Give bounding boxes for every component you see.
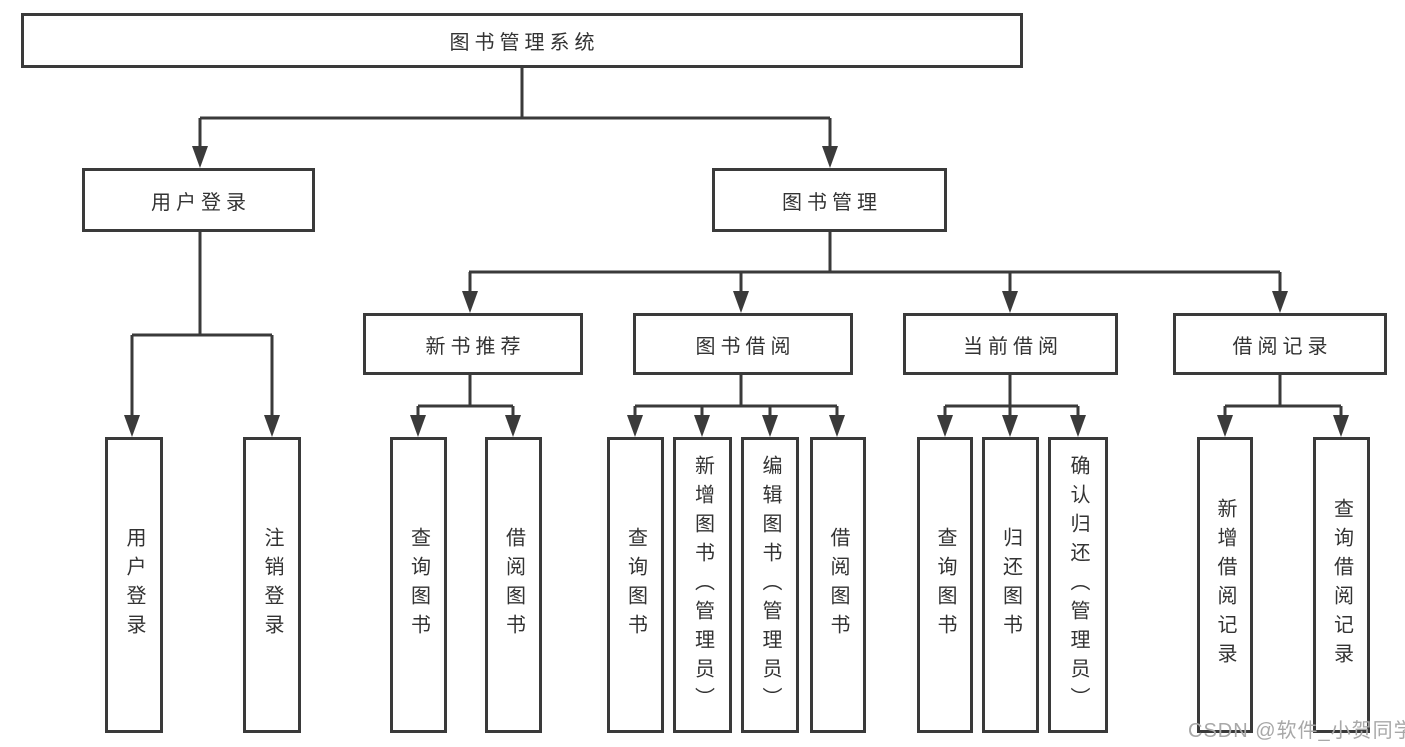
leaf-add-borrow-record: 新增借阅记录	[1197, 437, 1253, 733]
arrowheads	[124, 146, 1349, 437]
node-user-login: 用户登录	[82, 168, 315, 232]
node-book-borrow: 图书借阅	[633, 313, 853, 375]
node-current-borrow: 当前借阅	[903, 313, 1118, 375]
leaf-return-books: 归还图书	[982, 437, 1039, 733]
leaf-confirm-return-admin: 确认归还（管理员）	[1048, 437, 1108, 733]
leaf-query-borrow-record: 查询借阅记录	[1313, 437, 1370, 733]
leaf-edit-book-admin: 编辑图书（管理员）	[741, 437, 799, 733]
leaf-query-books-recommend: 查询图书	[390, 437, 447, 733]
leaf-query-books-current: 查询图书	[917, 437, 973, 733]
leaf-borrow-books-recommend: 借阅图书	[485, 437, 542, 733]
node-borrow-records: 借阅记录	[1173, 313, 1387, 375]
watermark-text: CSDN @软件_小贺同学	[1188, 720, 1405, 742]
leaf-user-login: 用户登录	[105, 437, 163, 733]
node-book-management: 图书管理	[712, 168, 947, 232]
leaf-query-books-borrow: 查询图书	[607, 437, 664, 733]
root-node-library-management-system: 图书管理系统	[21, 13, 1023, 68]
leaf-logout: 注销登录	[243, 437, 301, 733]
node-new-book-recommend: 新书推荐	[363, 313, 583, 375]
leaf-borrow-books: 借阅图书	[810, 437, 866, 733]
leaf-add-book-admin: 新增图书（管理员）	[673, 437, 732, 733]
